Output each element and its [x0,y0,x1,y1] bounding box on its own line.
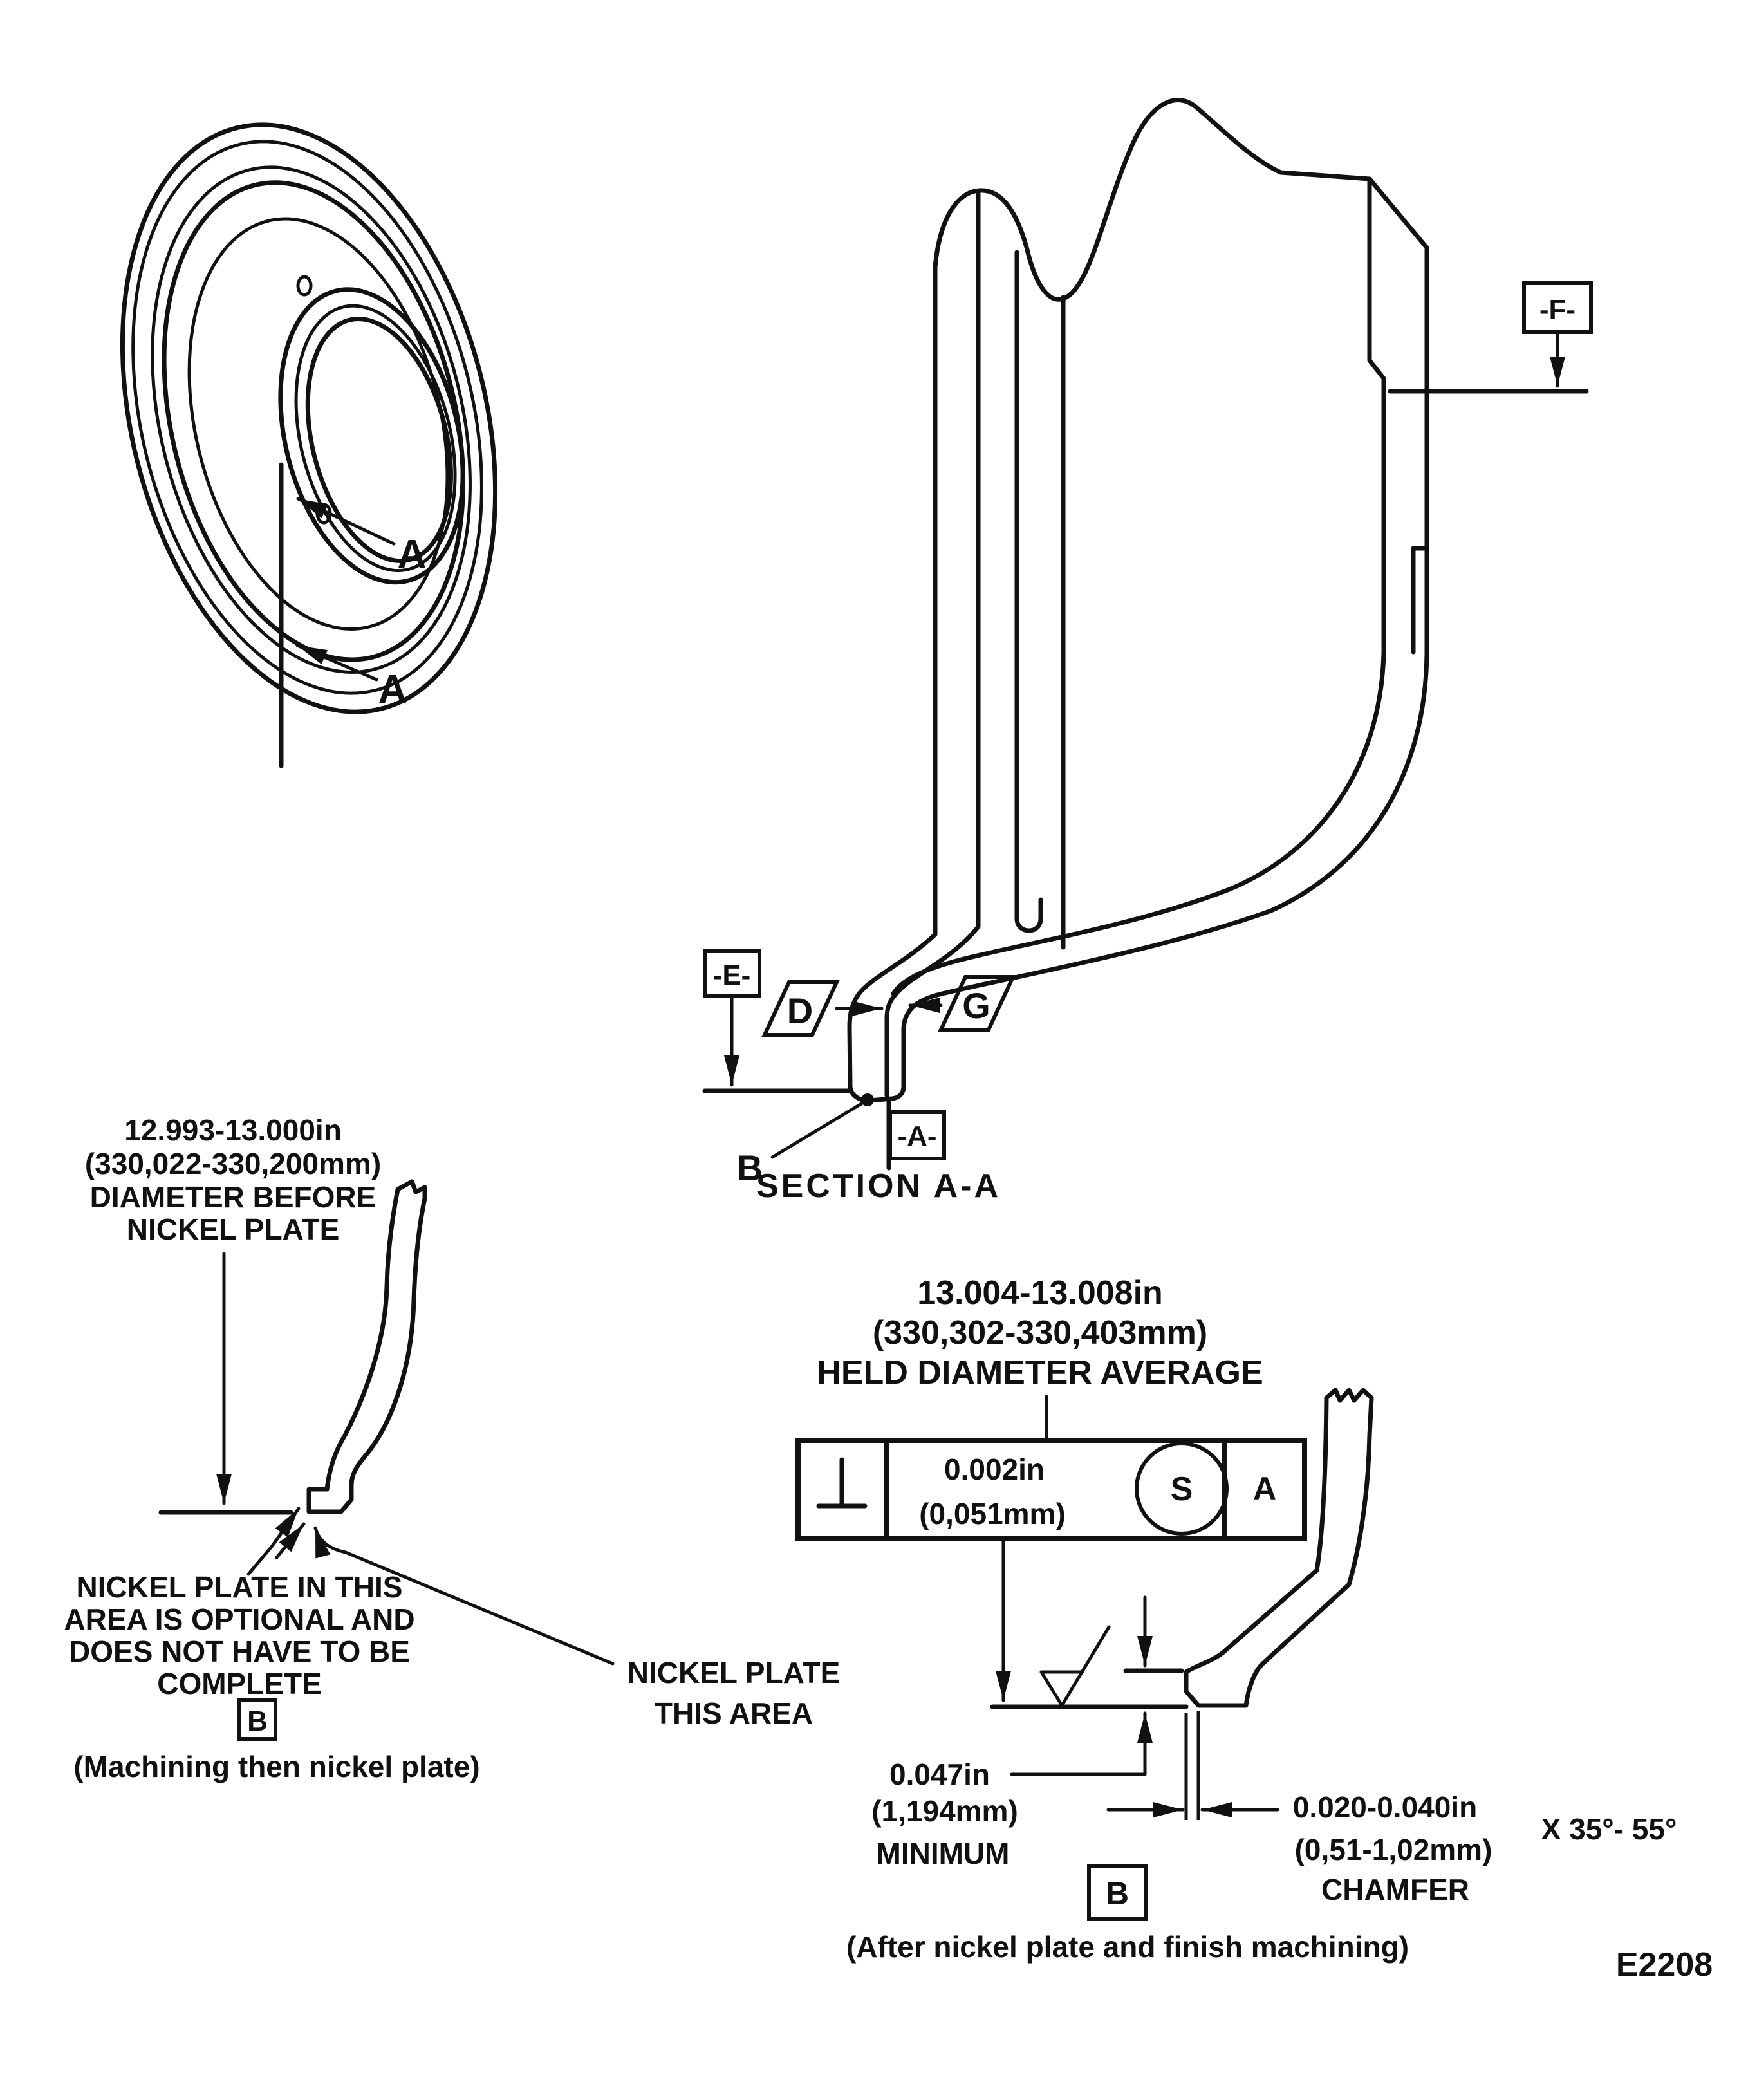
section-arrow-label: A [398,532,427,577]
plate-note-line2: THIS AREA [655,1696,813,1730]
center-hole [305,317,453,564]
section-inner-lines [884,176,1429,1098]
min-dim-line2: (1,194mm) [871,1794,1018,1828]
optional-note-line4: COMPLETE [157,1667,322,1700]
nickel-plate-curved-arrow [313,1526,348,1559]
fcf-tolerance: 0.002in [944,1453,1045,1486]
plate-note-line1: NICKEL PLATE [628,1656,841,1689]
diameter-dim-line2: (330,022-330,200mm) [85,1147,381,1180]
flag-b-box-left [237,1698,277,1741]
rfs-modifier-letter: S [1171,1471,1193,1508]
rim-ring [151,165,472,674]
section-cut-dot [861,1093,874,1106]
flywheel-perspective-view: A A [120,122,498,768]
flag-d-label: D [787,990,813,1031]
perpendicularity-icon [816,1457,868,1509]
hub-ring [294,304,457,573]
right-detail-view: 13.004-13.008in (330,302-330,403mm) HELD… [795,1274,1677,1964]
section-arrow-label: A [378,667,407,712]
flag-g-parallelogram [938,975,1016,1032]
flag-b-box-right [1087,1864,1148,1921]
nickel-area-arrow-2 [275,1522,306,1559]
datum-a-box [888,1110,946,1160]
section-outline [847,98,1429,1103]
diameter-dim-line4: NICKEL PLATE [127,1213,340,1246]
min-dim-line3: MINIMUM [877,1837,1010,1870]
left-caption: (Machining then nickel plate) [73,1750,479,1783]
flag-d-parallelogram [761,980,840,1037]
drawing-number: E2208 [1616,1946,1713,1984]
held-dim-line3: HELD DIAMETER AVERAGE [817,1354,1263,1391]
chamfer-angle: X 35°- 55° [1541,1812,1677,1846]
right-detail-profile [1184,1388,1374,1708]
right-caption: (After nickel plate and finish machining… [846,1930,1409,1964]
flag-b-label-left: B [247,1705,268,1737]
b-leader-line [770,1101,864,1159]
diameter-dim-line3: DIAMETER BEFORE [90,1180,376,1214]
chamfer-dim-line1: 0.020-0.040in [1293,1790,1477,1824]
section-arrow-upper [296,497,396,546]
datum-a-label: -A- [897,1120,936,1152]
section-arrow-lower [295,644,378,682]
chamfer-dim-line2: (0,51-1,02mm) [1295,1833,1492,1866]
fcf-tolerance-mm: (0,051mm) [919,1497,1066,1530]
fcf-datum-letter: A [1253,1471,1276,1507]
b-point-label: B [737,1148,763,1188]
flag-g-label: G [962,985,990,1026]
held-dim-line1: 13.004-13.008in [917,1274,1163,1312]
optional-note-line3: DOES NOT HAVE TO BE [69,1635,410,1668]
datum-f-label: -F- [1539,294,1576,326]
optional-note-line1: NICKEL PLATE IN THIS [77,1570,403,1604]
section-title: SECTION A-A [756,1167,1001,1205]
flag-b-label-right: B [1106,1875,1129,1911]
rim-ring [131,140,483,695]
rfs-modifier-circle [1135,1442,1229,1536]
rim-outer-edge [120,122,498,714]
bolt-hole [296,275,313,297]
datum-e-label: -E- [713,960,751,991]
surface-finish-icon [1039,1625,1111,1707]
optional-note-line2: AREA IS OPTIONAL AND [64,1603,414,1636]
left-detail-profile [306,1179,427,1514]
chamfer-dim-line3: CHAMFER [1321,1873,1469,1906]
section-a-a-view: -F- -E- D G -A- B SECTION A-A [702,98,1593,1205]
hub-outer-edge [278,287,465,585]
rim-inner-edge [162,180,466,662]
nickel-plate-leader [344,1550,615,1666]
diameter-dim-line1: 12.993-13.000in [124,1113,342,1147]
fcf-frame [795,1438,1307,1541]
left-detail-view: 12.993-13.000in (330,022-330,200mm) DIAM… [64,1113,840,1783]
nickel-note-leader [246,1544,274,1576]
held-dim-line2: (330,302-330,403mm) [873,1314,1207,1352]
min-dim-line1: 0.047in [889,1758,990,1791]
feature-control-frame: 0.002in (0,051mm) S A [795,1438,1307,1541]
